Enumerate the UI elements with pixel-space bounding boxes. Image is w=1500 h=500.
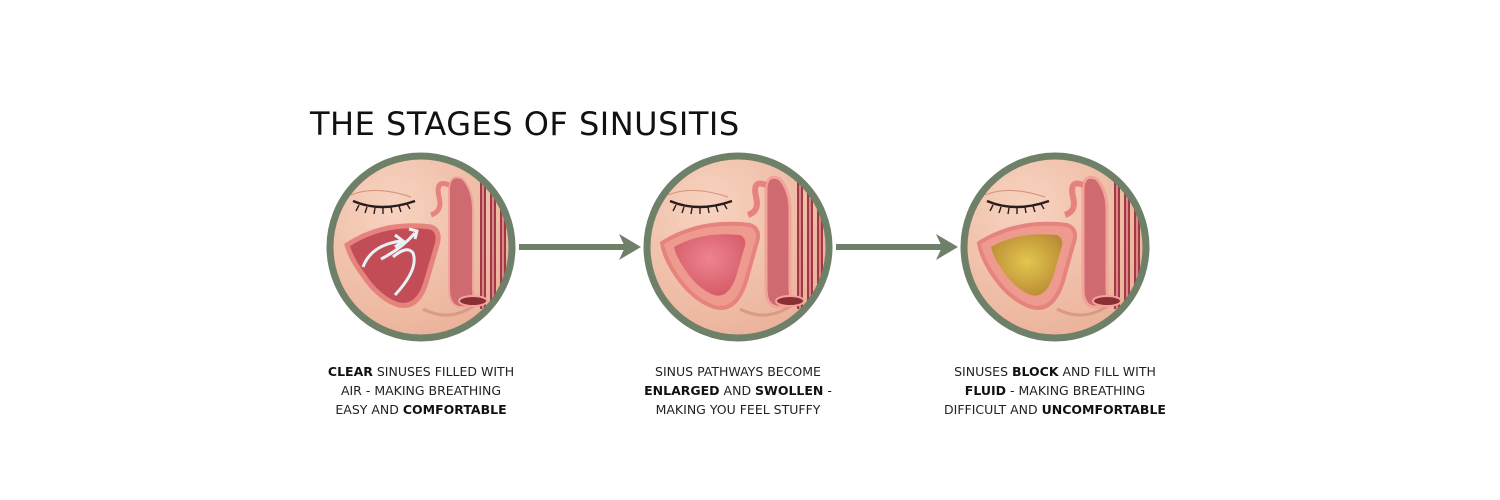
sinus-cavity (344, 223, 441, 308)
clear-sinus-diagram (326, 152, 516, 342)
caption-text: - (823, 383, 832, 398)
caption-text: AIR - MAKING BREATHING (340, 383, 502, 398)
caption-line: ENLARGED AND SWOLLEN - (608, 381, 868, 400)
right-arrow-icon (519, 234, 641, 260)
caption-emphasis: UNCOMFORTABLE (1041, 402, 1166, 417)
swollen-sinus-icon (674, 234, 746, 296)
eyelash (986, 199, 1050, 209)
stage-clear-illustration (323, 149, 519, 345)
page-title: THE STAGES OF SINUSITIS (310, 105, 740, 144)
caption-text: SINUS PATHWAYS BECOME (655, 364, 821, 379)
stage-ring (643, 152, 833, 342)
caption-line: FLUID - MAKING BREATHING (925, 381, 1185, 400)
caption-line: AIR - MAKING BREATHING (291, 381, 551, 400)
swollen-sinus-diagram (643, 152, 833, 342)
stage-ring (960, 152, 1150, 342)
right-arrow-icon (836, 234, 958, 260)
progression-arrow-2 (836, 232, 960, 262)
nostril (775, 295, 805, 307)
eyelash (669, 199, 733, 209)
stage-ring (326, 152, 516, 342)
caption-line: EASY AND COMFORTABLE (291, 400, 551, 419)
caption-line: DIFFICULT AND UNCOMFORTABLE (925, 400, 1185, 419)
caption-emphasis: BLOCK (1011, 364, 1059, 379)
caption-emphasis: FLUID (964, 383, 1007, 398)
caption-text: SINUSES FILLED WITH (372, 364, 515, 379)
fluid-sinus-diagram (960, 152, 1150, 342)
stage-fluid-illustration (957, 149, 1153, 345)
caption-emphasis: ENLARGED (644, 383, 720, 398)
caption-emphasis: SWOLLEN (755, 383, 824, 398)
nasal-cavity-wall (448, 176, 475, 309)
caption-text: AND (719, 383, 756, 398)
caption-text: DIFFICULT AND (944, 402, 1042, 417)
fluid-filled-sinus-icon (991, 234, 1063, 296)
caption-line: SINUSES BLOCK AND FILL WITH (925, 362, 1185, 381)
air-flow-arrows-icon (361, 239, 402, 268)
eyelash (352, 199, 416, 209)
caption-line: SINUS PATHWAYS BECOME (608, 362, 868, 381)
caption-emphasis: CLEAR (327, 364, 373, 379)
stage-caption-swollen: SINUS PATHWAYS BECOME ENLARGED AND SWOLLE… (608, 362, 868, 419)
caption-text: SINUSES (954, 364, 1012, 379)
caption-line: MAKING YOU FEEL STUFFY (608, 400, 868, 419)
caption-text: AND FILL WITH (1058, 364, 1156, 379)
caption-emphasis: COMFORTABLE (402, 402, 507, 417)
stage-swollen-illustration (640, 149, 836, 345)
caption-text: MAKING YOU FEEL STUFFY (655, 402, 821, 417)
stage-caption-clear: CLEAR SINUSES FILLED WITH AIR - MAKING BR… (291, 362, 551, 419)
nostril (458, 295, 488, 307)
progression-arrow-1 (519, 232, 643, 262)
nostril (1092, 295, 1122, 307)
caption-text: EASY AND (335, 402, 403, 417)
caption-text: - MAKING BREATHING (1006, 383, 1146, 398)
caption-line: CLEAR SINUSES FILLED WITH (291, 362, 551, 381)
